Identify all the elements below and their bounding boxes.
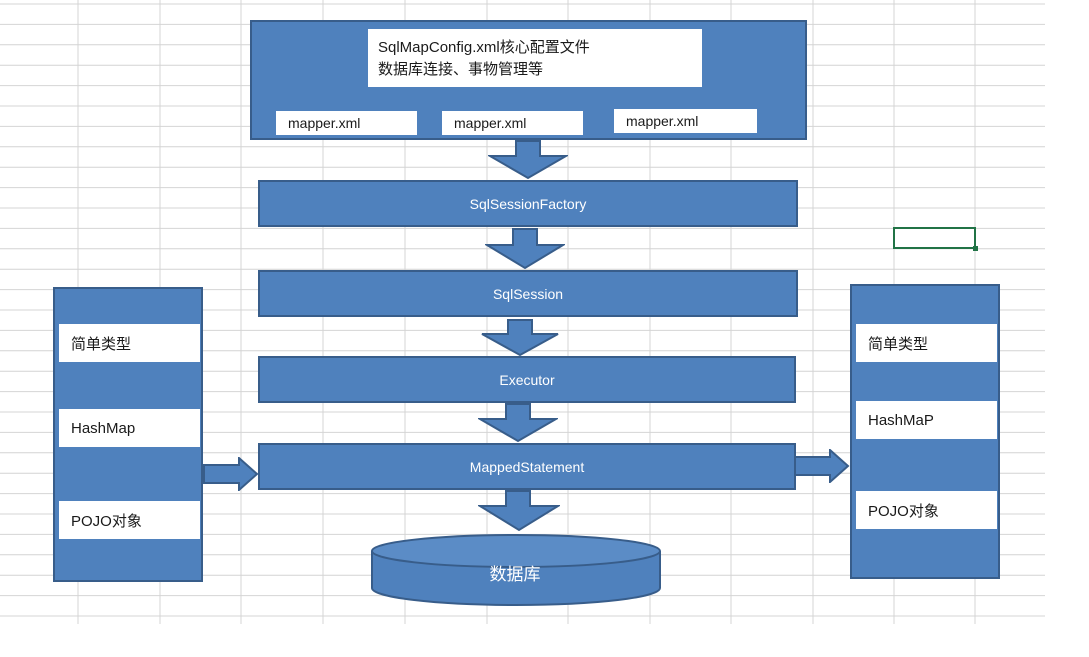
arrow-down-to-mappedstatement (478, 403, 558, 443)
selected-cell[interactable] (893, 227, 978, 251)
sqlsession-box: SqlSession (258, 270, 798, 317)
executor-box: Executor (258, 356, 796, 403)
arrow-down-to-executor (481, 319, 559, 357)
database-cylinder (371, 534, 661, 606)
arrow-down-to-database (478, 490, 560, 532)
mapper-file-1: mapper.xml (276, 111, 417, 135)
mappedstatement-box: MappedStatement (258, 443, 796, 490)
sqlsessionfactory-box: SqlSessionFactory (258, 180, 798, 227)
mapper-file-3: mapper.xml (614, 109, 757, 133)
input-type-simple: 简单类型 (59, 324, 200, 362)
output-type-simple: 简单类型 (856, 324, 997, 362)
mapper-file-2: mapper.xml (442, 111, 583, 135)
config-block: SqlMapConfig.xml核心配置文件 数据库连接、事物管理等 mappe… (250, 20, 807, 140)
arrow-mappedstatement-to-output (794, 449, 850, 483)
config-file-label: SqlMapConfig.xml核心配置文件 (378, 39, 590, 56)
arrow-input-to-mappedstatement (203, 457, 259, 491)
input-type-pojo: POJO对象 (59, 501, 200, 539)
input-types-panel: 简单类型 HashMap POJO对象 (53, 287, 203, 582)
database-label: 数据库 (489, 565, 541, 584)
output-type-hashmap: HashMaP (856, 401, 997, 439)
arrow-down-to-factory (488, 140, 568, 180)
config-description: SqlMapConfig.xml核心配置文件 数据库连接、事物管理等 (368, 29, 702, 87)
output-type-pojo: POJO对象 (856, 491, 997, 529)
config-detail-label: 数据库连接、事物管理等 (378, 61, 544, 78)
input-type-hashmap: HashMap (59, 409, 200, 447)
output-types-panel: 简单类型 HashMaP POJO对象 (850, 284, 1000, 579)
arrow-down-to-session (485, 228, 565, 270)
